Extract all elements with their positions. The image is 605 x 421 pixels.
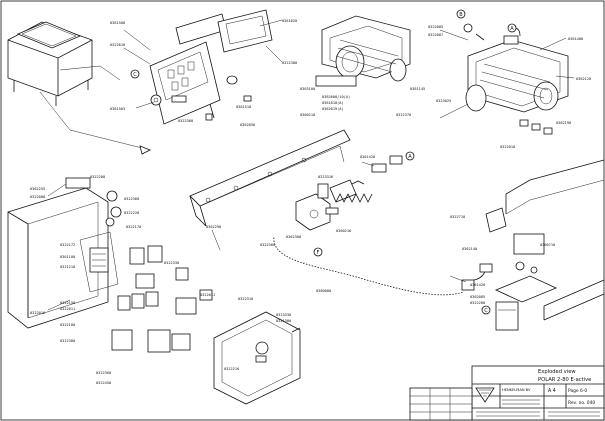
title-block: Exploded view POLAR 2-80 E-active HENKEL…	[471, 365, 605, 421]
part-number-label: 0362600/10(A)	[322, 95, 350, 99]
part-number-label: 0322610	[110, 43, 125, 47]
sheet-size: A 4	[548, 388, 556, 394]
title-line-2: POLAR 2-80 E-active	[538, 377, 591, 383]
part-number-label: 0322011	[200, 293, 215, 297]
part-number-label: 0362619(A)	[322, 107, 344, 111]
part-number-label: 0322005	[428, 25, 443, 29]
part-number-label: 0361400	[568, 37, 583, 41]
part-number-label: 0322172	[60, 243, 75, 247]
part-number-label: 0322170	[126, 225, 141, 229]
part-number-label: 0322016	[30, 311, 45, 315]
callouts: C B A A F C	[130, 9, 517, 315]
callout-a-top	[507, 23, 517, 33]
electrical-box	[7, 177, 122, 329]
part-number-label: 0323316	[318, 175, 333, 179]
part-number-label: 0322210	[224, 367, 239, 371]
part-number-label: 0322360	[178, 119, 193, 123]
part-number-label: 0322220	[124, 211, 139, 215]
revision-table	[409, 387, 473, 421]
title-line-1: Exploded view	[538, 369, 576, 375]
part-number-label: 0360710	[540, 243, 555, 247]
part-number-label: 0322011	[60, 307, 75, 311]
part-number-label: 0362085	[470, 295, 485, 299]
part-number-label: 0322300	[60, 339, 75, 343]
solenoid-valve	[295, 183, 339, 231]
part-number-label: 0323025	[436, 99, 451, 103]
part-number-label: 0322100	[60, 323, 75, 327]
callout-c-top	[130, 69, 140, 79]
page-label: Page 6-0	[568, 388, 587, 394]
part-number-label: 0321210	[60, 265, 75, 269]
part-number-label: 0361500	[110, 21, 125, 25]
callout-c-top-label: C	[133, 72, 137, 78]
vacuum-pump-middle	[315, 15, 411, 87]
relay-components	[111, 245, 213, 353]
control-panel-assembly	[149, 9, 273, 125]
part-number-label: 0322310	[238, 297, 253, 301]
part-number-label: 0380000	[316, 289, 331, 293]
callout-f	[313, 247, 323, 257]
part-numbers: 0361500 0322610 0361503 0322360 0361020 …	[30, 19, 591, 385]
rev-label: Rev. no. 040	[568, 400, 595, 406]
part-number-label: 0322360	[260, 243, 275, 247]
part-number-label: 0322150	[60, 301, 75, 305]
part-number-label: 0322007	[428, 33, 443, 37]
machine-overview	[7, 21, 151, 155]
part-number-label: 0361420	[470, 283, 485, 287]
callout-c-right-label: C	[484, 308, 488, 314]
part-number-label: 0361420	[360, 155, 375, 159]
callout-f-label: F	[317, 250, 320, 256]
part-number-label: 0322360	[96, 371, 111, 375]
callout-c-right	[481, 305, 491, 315]
part-number-label: 0322380	[282, 61, 297, 65]
part-number-label: 0321300	[276, 319, 291, 323]
part-number-label: 0361503	[110, 107, 125, 111]
part-number-label: 0362290	[206, 225, 221, 229]
part-number-label: 0322360	[124, 197, 139, 201]
callout-a-top-label: A	[510, 26, 514, 32]
company-name: HENKELMAN BV	[502, 388, 531, 392]
part-number-label: 0363100	[300, 87, 315, 91]
part-number-label: 0360210	[300, 113, 315, 117]
part-number-label: 0322010	[500, 145, 515, 149]
callout-b-label: B	[459, 12, 463, 18]
spring-assembly	[335, 155, 403, 203]
vacuum-pump-right	[463, 23, 569, 135]
part-number-label: 0322200	[470, 301, 485, 305]
part-number-label: 0322370	[396, 113, 411, 117]
leader-lines	[47, 19, 575, 311]
part-number-label: 0361020	[282, 19, 297, 23]
part-number-label: 0362300	[286, 235, 301, 239]
callout-a-mid-label: A	[408, 154, 412, 160]
part-number-label: 0361610(A)	[322, 101, 344, 105]
part-number-label: 0322450	[96, 381, 111, 385]
mounting-bracket	[189, 129, 357, 227]
callout-a-mid	[405, 151, 415, 161]
part-number-label: 0322200	[90, 175, 105, 179]
part-number-label: 0362140	[462, 247, 477, 251]
part-number-label: 0322330	[164, 261, 179, 265]
vacuum-hose	[272, 235, 493, 296]
part-number-label: 0361145	[410, 87, 425, 91]
machine-frame-detail	[485, 159, 605, 331]
cover-plate	[213, 311, 301, 405]
part-number-label: 0360216	[336, 229, 351, 233]
part-number-label: 0361100	[60, 255, 75, 259]
part-number-label: 0323330	[276, 313, 291, 317]
part-number-label: 0362120	[576, 77, 591, 81]
part-number-label: 0322710	[450, 215, 465, 219]
part-number-label: 0322000	[30, 195, 45, 199]
part-number-label: 0362050	[240, 123, 255, 127]
part-number-label: 0362190	[556, 121, 571, 125]
callout-b	[456, 9, 466, 19]
company-logo	[475, 387, 495, 403]
part-number-label: 0361510	[236, 105, 251, 109]
part-number-label: 0362255	[30, 187, 45, 191]
